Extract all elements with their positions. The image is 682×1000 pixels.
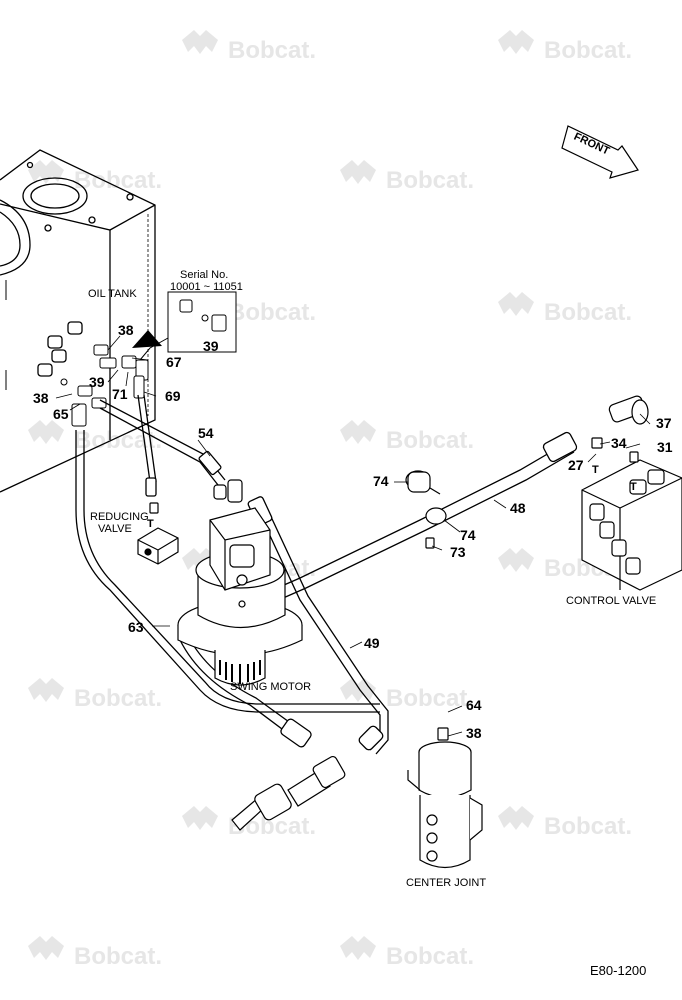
hose-54	[99, 399, 226, 486]
drive-shaft	[231, 755, 346, 831]
tee-mark: T	[147, 518, 154, 530]
reducing-valve-label-2: VALVE	[98, 523, 132, 535]
svg-text:Bobcat.: Bobcat.	[544, 37, 632, 64]
svg-text:Bobcat.: Bobcat.	[74, 167, 162, 194]
watermark-logo: Bobcat.	[28, 420, 162, 454]
callout-64: 64	[466, 697, 482, 713]
callout-65: 65	[53, 406, 69, 422]
swing-motor-label: SWING MOTOR	[230, 681, 311, 693]
watermark-logo: Bobcat.	[28, 936, 162, 970]
callout-67: 67	[166, 354, 182, 370]
svg-text:Bobcat.: Bobcat.	[386, 167, 474, 194]
callout-49: 49	[364, 635, 380, 651]
oil-tank-label: OIL TANK	[88, 288, 137, 300]
callout-73: 73	[450, 544, 466, 560]
callout-74: 74	[373, 473, 389, 489]
svg-text:Bobcat.: Bobcat.	[386, 685, 474, 712]
watermark-logo: Bobcat.	[340, 420, 474, 454]
watermark-logo: Bobcat.	[182, 30, 316, 64]
watermark-logo: Bobcat.	[498, 806, 632, 840]
watermark-logo: Bobcat.	[340, 160, 474, 194]
tank-fittings	[60, 344, 149, 427]
callout-27: 27	[568, 457, 584, 473]
callout-38: 38	[466, 725, 482, 741]
callout-38: 38	[118, 322, 134, 338]
front-arrow: FRONT	[561, 125, 639, 179]
reducing-valve-label-1: REDUCING	[90, 511, 149, 523]
callout-74: 74	[460, 527, 476, 543]
callout-39: 39	[89, 374, 105, 390]
callout-31: 31	[657, 439, 673, 455]
center-joint-label: CENTER JOINT	[406, 877, 486, 889]
callout-71: 71	[112, 386, 128, 402]
swing-motor	[177, 479, 303, 686]
center-joint	[407, 727, 483, 869]
hose-clamps	[405, 470, 447, 549]
watermark-logo: Bobcat.	[182, 292, 316, 326]
watermark-logo: Bobcat.	[340, 936, 474, 970]
figure-id-label: E80-1200	[590, 963, 646, 978]
callout-39: 39	[203, 338, 219, 354]
watermark-logo: Bobcat.	[28, 160, 162, 194]
svg-text:Bobcat.: Bobcat.	[386, 427, 474, 454]
hose-63	[75, 430, 380, 713]
svg-text:Bobcat.: Bobcat.	[74, 685, 162, 712]
serial-inset-box	[132, 291, 237, 361]
hose-48	[267, 431, 578, 603]
callout-38: 38	[33, 390, 49, 406]
watermark-logo: Bobcat.	[498, 30, 632, 64]
serial-title-label: Serial No.	[180, 269, 228, 281]
svg-text:Bobcat.: Bobcat.	[74, 943, 162, 970]
callout-69: 69	[165, 388, 181, 404]
callout-54: 54	[198, 425, 214, 441]
callout-37: 37	[656, 415, 672, 431]
reducing-valve	[137, 502, 179, 565]
svg-text:Bobcat.: Bobcat.	[228, 37, 316, 64]
svg-text:Bobcat.: Bobcat.	[74, 427, 162, 454]
control-valve	[581, 395, 682, 591]
svg-text:Bobcat.: Bobcat.	[386, 943, 474, 970]
svg-text:Bobcat.: Bobcat.	[228, 299, 316, 326]
callout-34: 34	[611, 435, 627, 451]
control-valve-label: CONTROL VALVE	[566, 595, 656, 607]
watermark-group: Bobcat. Bobcat. Bobcat. Bobcat. Bobcat. …	[28, 30, 632, 970]
serial-range-label: 10001 ~ 11051	[170, 281, 243, 293]
hose-69	[137, 394, 157, 497]
svg-text:Bobcat.: Bobcat.	[544, 813, 632, 840]
watermark-logo: Bobcat.	[340, 678, 474, 712]
callout-48: 48	[510, 500, 526, 516]
callout-63: 63	[128, 619, 144, 635]
oil-tank	[0, 149, 156, 493]
watermark-logo: Bobcat.	[498, 292, 632, 326]
tee-mark: T	[630, 481, 637, 493]
watermark-logo: Bobcat.	[28, 678, 162, 712]
svg-text:Bobcat.: Bobcat.	[544, 299, 632, 326]
tee-mark: T	[592, 464, 599, 476]
leader-lines	[55, 335, 651, 737]
